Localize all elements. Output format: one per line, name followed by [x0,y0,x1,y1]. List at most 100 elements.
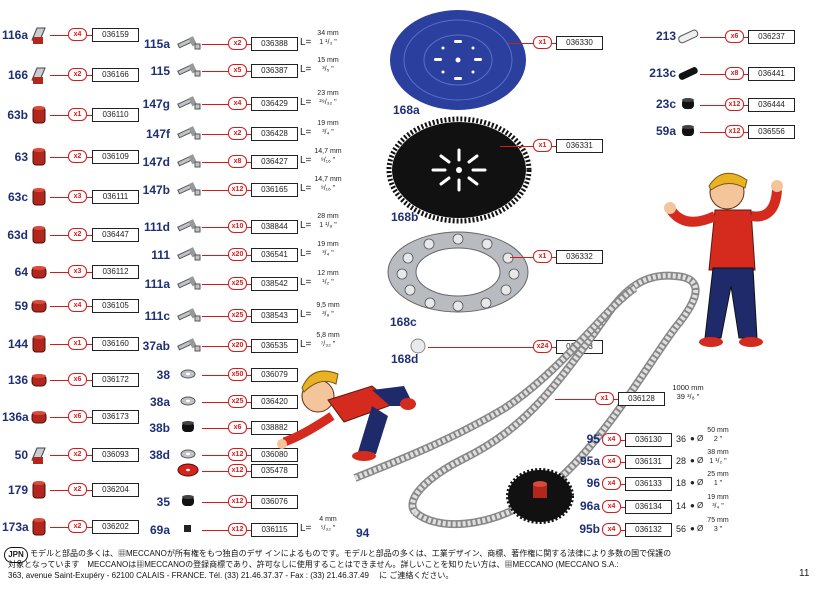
middle-part-number: 38 [156,368,170,382]
leader-line [247,134,251,135]
leader-line [247,530,251,531]
quantity-badge: x50 [228,368,247,381]
quantity-badge: x1 [533,36,552,49]
left-part-image [32,188,46,206]
jpn-badge: JPN [4,547,28,563]
middle-part-image [182,421,194,432]
left-part-image [32,106,46,124]
reference-number-box: 036420 [251,395,298,409]
sprocket-diameter-metric: 19 mm [707,494,729,501]
leader-line [555,399,595,400]
teeth-symbol: ● Ø [690,456,704,465]
quantity-badge: x4 [228,97,247,110]
sprocket-diameter-imperial: 1 ¹/₂ " [709,458,727,465]
reference-number-box: 036128 [618,392,665,406]
length-label: L= [300,277,312,288]
quantity-badge: x4 [602,500,621,513]
right-part-number: 213c [649,66,676,80]
left-part-image [32,148,46,166]
leader-line [202,255,228,256]
middle-part-image [182,495,194,506]
leader-line [50,235,68,236]
left-part-image [31,300,47,313]
leader-line [552,257,556,258]
dimension-metric: 34 mm [317,30,339,37]
right-part-image [682,98,694,109]
reference-number-box: 035478 [251,464,298,478]
leader-line [247,284,251,285]
right-part-image [678,29,699,44]
length-label: L= [300,127,312,138]
quantity-badge: x8 [725,67,744,80]
reference-number-box: 036556 [748,125,795,139]
reference-number-box: 036132 [625,523,672,537]
length-label: L= [300,523,312,534]
quantity-badge: x20 [228,248,247,261]
leader-line [247,455,251,456]
middle-part-image [177,36,201,50]
dimension-metric: 28 mm [317,213,339,220]
leader-line [202,316,228,317]
right-part-image [682,125,694,136]
quantity-badge: x2 [228,127,247,140]
reference-number-box: 036237 [748,30,795,44]
middle-part-image [177,182,201,196]
leader-line [87,235,92,236]
left-part-image [31,447,46,464]
quantity-badge: x12 [725,125,744,138]
reference-number-box: 036428 [251,127,298,141]
dimension-metric: 23 mm [317,90,339,97]
leader-line [202,71,228,72]
quantity-badge: x1 [68,108,87,121]
dimension-imperial: 1 ¹/₈ " [319,222,337,229]
left-part-image [31,266,47,279]
dimension-metric: 5,8 mm [316,332,340,339]
leader-line [247,375,251,376]
quantity-badge: x4 [602,455,621,468]
middle-part-number: 147b [142,183,170,197]
leader-line [428,347,533,348]
dimension-imperial: ⁹/₁₆ " [320,185,336,192]
reference-number-box: 036441 [748,67,795,81]
leader-line [202,346,228,347]
leader-line [87,272,92,273]
leader-line [700,37,725,38]
sprocket-part-number: 95b [579,522,600,536]
sprocket-part-number: 95 [586,432,600,446]
reference-number-box: 036109 [92,150,139,164]
reference-number-box: 036541 [251,248,298,262]
leader-line [247,44,251,45]
reference-number-box: 036115 [251,523,298,537]
dimension-imperial: ³/₄ " [322,250,334,257]
sprocket-part-number: 96 [586,476,600,490]
dimension-imperial: ⁵/₃₂ " [320,525,336,532]
leader-line [247,162,251,163]
leader-line [202,375,228,376]
leader-line [202,44,228,45]
middle-part-number: 38d [149,448,170,462]
leader-line [87,75,92,76]
leader-line [202,471,228,472]
quantity-badge: x4 [68,299,87,312]
left-part-number: 136 [7,373,28,387]
reference-number-box: 036134 [625,500,672,514]
leader-line [87,455,92,456]
sprocket-diameter-imperial: 1 " [713,480,723,487]
length-label: L= [300,155,312,166]
teeth-count: 18 [676,478,687,488]
dimension-metric: 14,7 mm [314,148,342,155]
ball-168d-image [410,338,426,354]
sprocket-diameter-imperial: ³/₄ " [712,503,724,510]
leader-line [87,115,92,116]
middle-part-image [177,308,201,322]
leader-line [50,455,68,456]
middle-part-number: 115a [143,37,170,51]
left-part-number: 63d [7,228,28,242]
leader-line [247,316,251,317]
quantity-badge: x12 [228,523,247,536]
leader-line [202,104,228,105]
quantity-badge: x2 [68,68,87,81]
leader-line [744,105,748,106]
left-part-image [32,518,46,536]
right-part-image [678,67,698,80]
